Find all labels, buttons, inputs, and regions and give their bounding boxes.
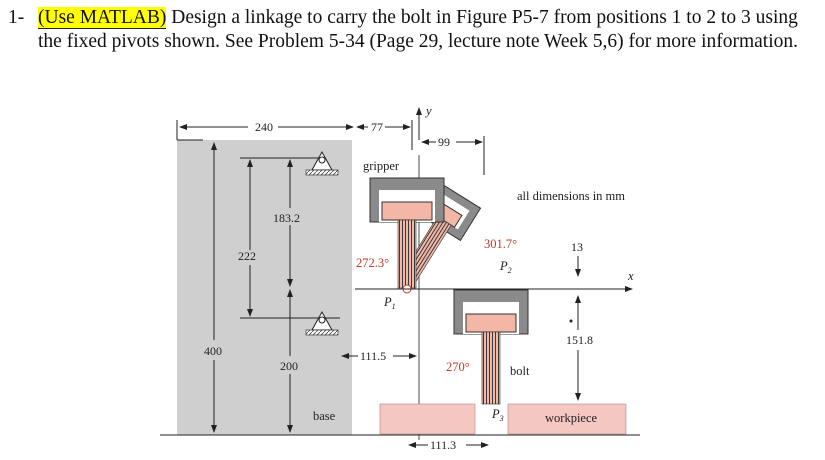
y-axis-label: y: [424, 104, 432, 118]
dim-400-label: 400: [204, 344, 222, 358]
dim-77-label: 77: [371, 120, 383, 134]
label-base: base: [313, 409, 336, 423]
dim-183-2-label: 183.2: [273, 211, 300, 225]
bolt-position-3: [453, 289, 529, 405]
label-p3: P3: [491, 407, 504, 423]
label-gripper: gripper: [363, 159, 400, 173]
dim-240: [176, 120, 354, 140]
dim-99-label: 99: [438, 135, 450, 149]
workpiece-left: [379, 403, 476, 435]
workpiece-right: [507, 403, 627, 435]
dim-200-label: 200: [280, 359, 298, 373]
label-all-dimensions: all dimensions in mm: [517, 189, 625, 203]
dim-183-2: [240, 157, 320, 287]
label-p1: P1: [383, 295, 396, 311]
dim-13-label: 13: [571, 240, 583, 254]
dim-240-label: 240: [255, 120, 273, 134]
x-axis-label: x: [627, 269, 634, 283]
angle-2: 301.7°: [484, 237, 517, 251]
dim-99: [421, 136, 485, 175]
dim-222-label: 222: [238, 249, 256, 263]
label-p2: P2: [499, 259, 512, 275]
label-bolt: bolt: [510, 364, 530, 378]
problem-number: 1-: [8, 7, 25, 28]
problem-text: Design a linkage to carry the bolt in Fi…: [38, 7, 799, 52]
angle-1: 272.3°: [356, 256, 389, 270]
fixed-pivot-bottom: [305, 310, 339, 336]
angle-3: 270°: [446, 360, 470, 374]
dim-400: [177, 139, 217, 433]
matlab-highlight: (Use MATLAB): [38, 7, 167, 29]
problem-body: (Use MATLAB) Design a linkage to carry t…: [38, 6, 818, 54]
problem-statement: 1- (Use MATLAB) Design a linkage to carr…: [8, 6, 818, 54]
base-block: [177, 140, 352, 435]
dim-151-8-start: [569, 319, 573, 323]
label-workpiece: workpiece: [545, 411, 598, 425]
dim-111-5-label: 111.5: [360, 349, 386, 363]
bolt-position-1: [369, 177, 445, 294]
dim-151-8-label: 151.8: [566, 333, 593, 347]
fixed-pivot-top: [305, 150, 339, 176]
dim-77: [356, 120, 413, 150]
dim-111-3-label: 111.3: [430, 438, 456, 452]
